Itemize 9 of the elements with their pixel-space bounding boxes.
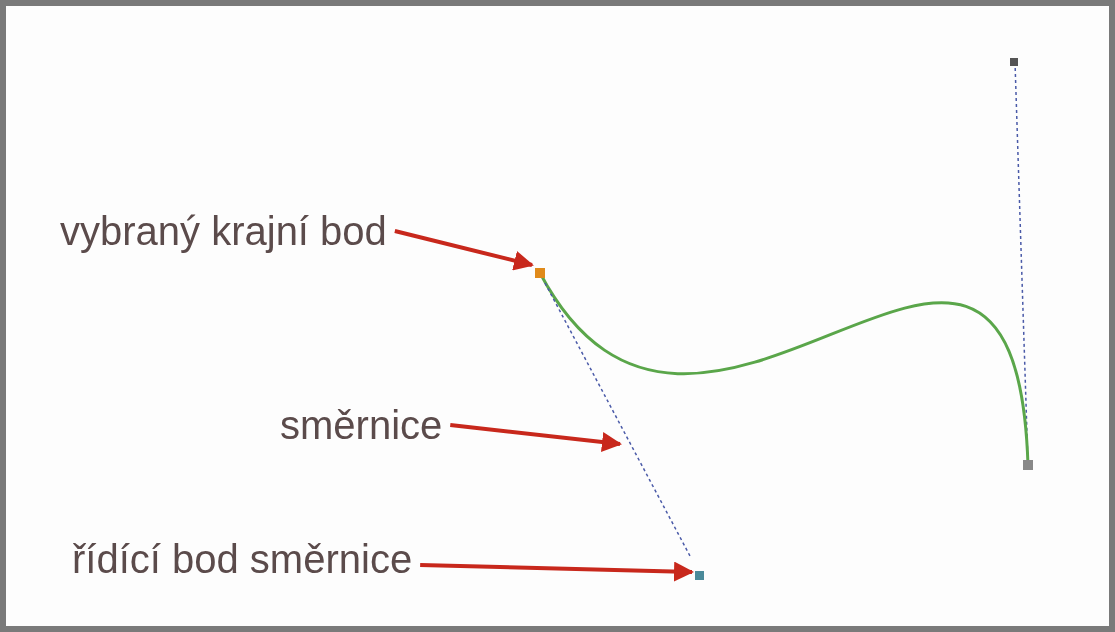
tangent-line <box>544 282 691 557</box>
arrow <box>420 561 694 582</box>
arrow <box>450 423 622 452</box>
end-point <box>535 268 545 278</box>
callout-label: řídící bod směrnice <box>72 536 413 582</box>
control-point <box>695 571 704 580</box>
callout-label: směrnice <box>280 402 443 448</box>
callout-label: vybraný krajní bod <box>60 208 387 254</box>
arrow <box>394 229 534 271</box>
